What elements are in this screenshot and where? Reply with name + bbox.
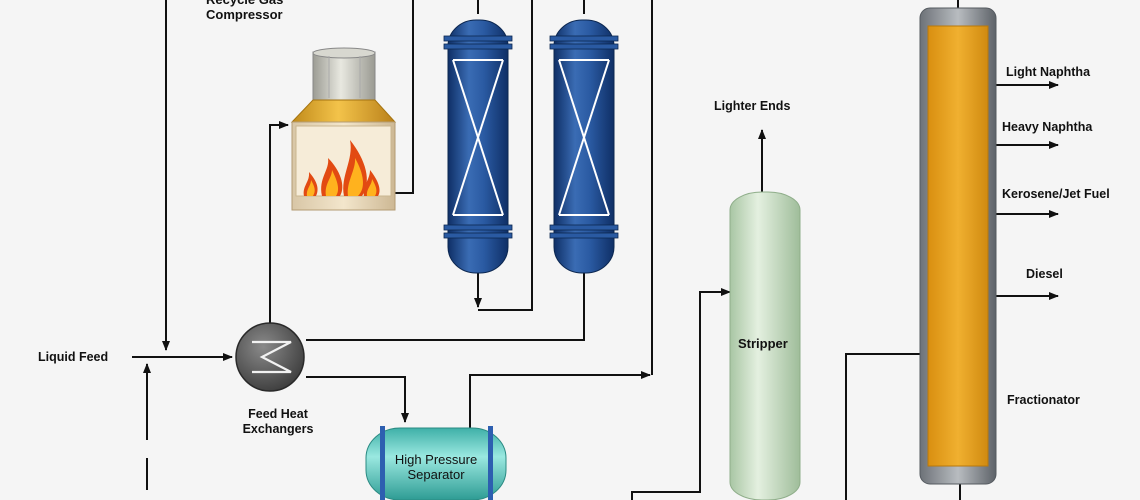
- light-naphtha-label: Light Naphtha: [1006, 65, 1091, 79]
- exchanger-to-furnace-line: [269, 121, 289, 330]
- furnace-hood: [290, 99, 397, 123]
- piping: [132, 0, 1059, 500]
- furnace-stack: [312, 51, 376, 101]
- recycle-compressor-label: Recycle Gas Compressor: [206, 0, 283, 22]
- reactor-2: [549, 19, 619, 274]
- heat-exchanger-icon: [235, 322, 305, 392]
- bottom-to-stripper-line: [631, 288, 731, 500]
- reactor1-to-reactor2-line: [478, 0, 533, 311]
- separator-to-stripper-line: [469, 371, 651, 428]
- liquid-feed-label: Liquid Feed: [38, 350, 109, 364]
- reactor-icon: [443, 19, 513, 274]
- lighter-ends-label: Lighter Ends: [714, 99, 791, 113]
- reactor-1: [443, 19, 513, 274]
- high-pressure-separator: [365, 426, 507, 500]
- fractionator-label: Fractionator: [1007, 393, 1080, 407]
- flame-icon: [303, 140, 380, 196]
- furnace-to-reactor-line: [393, 0, 414, 194]
- reactor2-to-exchanger-line: [306, 265, 585, 341]
- heavy-naphtha-label: Heavy Naphtha: [1002, 120, 1093, 134]
- feed-heat-exchangers-label: Feed Heat Exchangers: [242, 407, 314, 436]
- fractionator-column: [919, 7, 997, 485]
- high-pressure-separator-label: High Pressure Separator: [394, 452, 478, 482]
- furnace: [290, 47, 397, 211]
- diesel-label: Diesel: [1026, 267, 1063, 281]
- exchanger-to-separator-line: [306, 376, 409, 423]
- stripper-column: [729, 191, 801, 500]
- kerosene-jet-fuel-label: Kerosene/Jet Fuel: [1002, 187, 1110, 201]
- reactor-icon: [549, 19, 619, 274]
- stripper-label: Stripper: [738, 336, 788, 351]
- stripper-to-fractionator-line: [845, 353, 920, 500]
